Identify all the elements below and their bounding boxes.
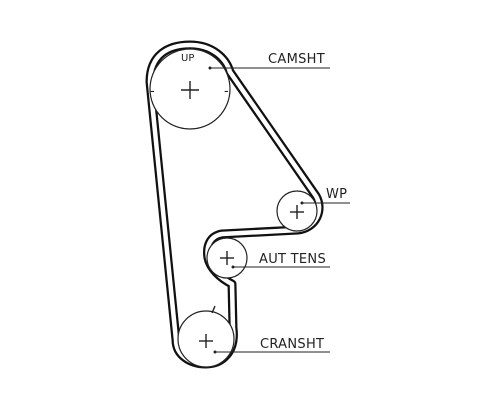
timing-mark-icon (211, 305, 216, 314)
minus-mark-left: - (150, 84, 155, 99)
tensioner-label: AUT TENS (259, 252, 326, 267)
tensioner-pulley (206, 237, 248, 279)
camshaft-pulley: UP - - (149, 48, 231, 130)
minus-mark-right: - (224, 84, 229, 99)
up-mark: UP (181, 53, 194, 64)
crankshaft-pulley (177, 305, 235, 368)
water-pump-label: WP (326, 187, 347, 202)
camshaft-label: CAMSHT (268, 52, 325, 67)
water-pump-pulley (276, 190, 318, 232)
leader-lines (208, 66, 350, 354)
crankshaft-label: CRANSHT (260, 337, 324, 352)
